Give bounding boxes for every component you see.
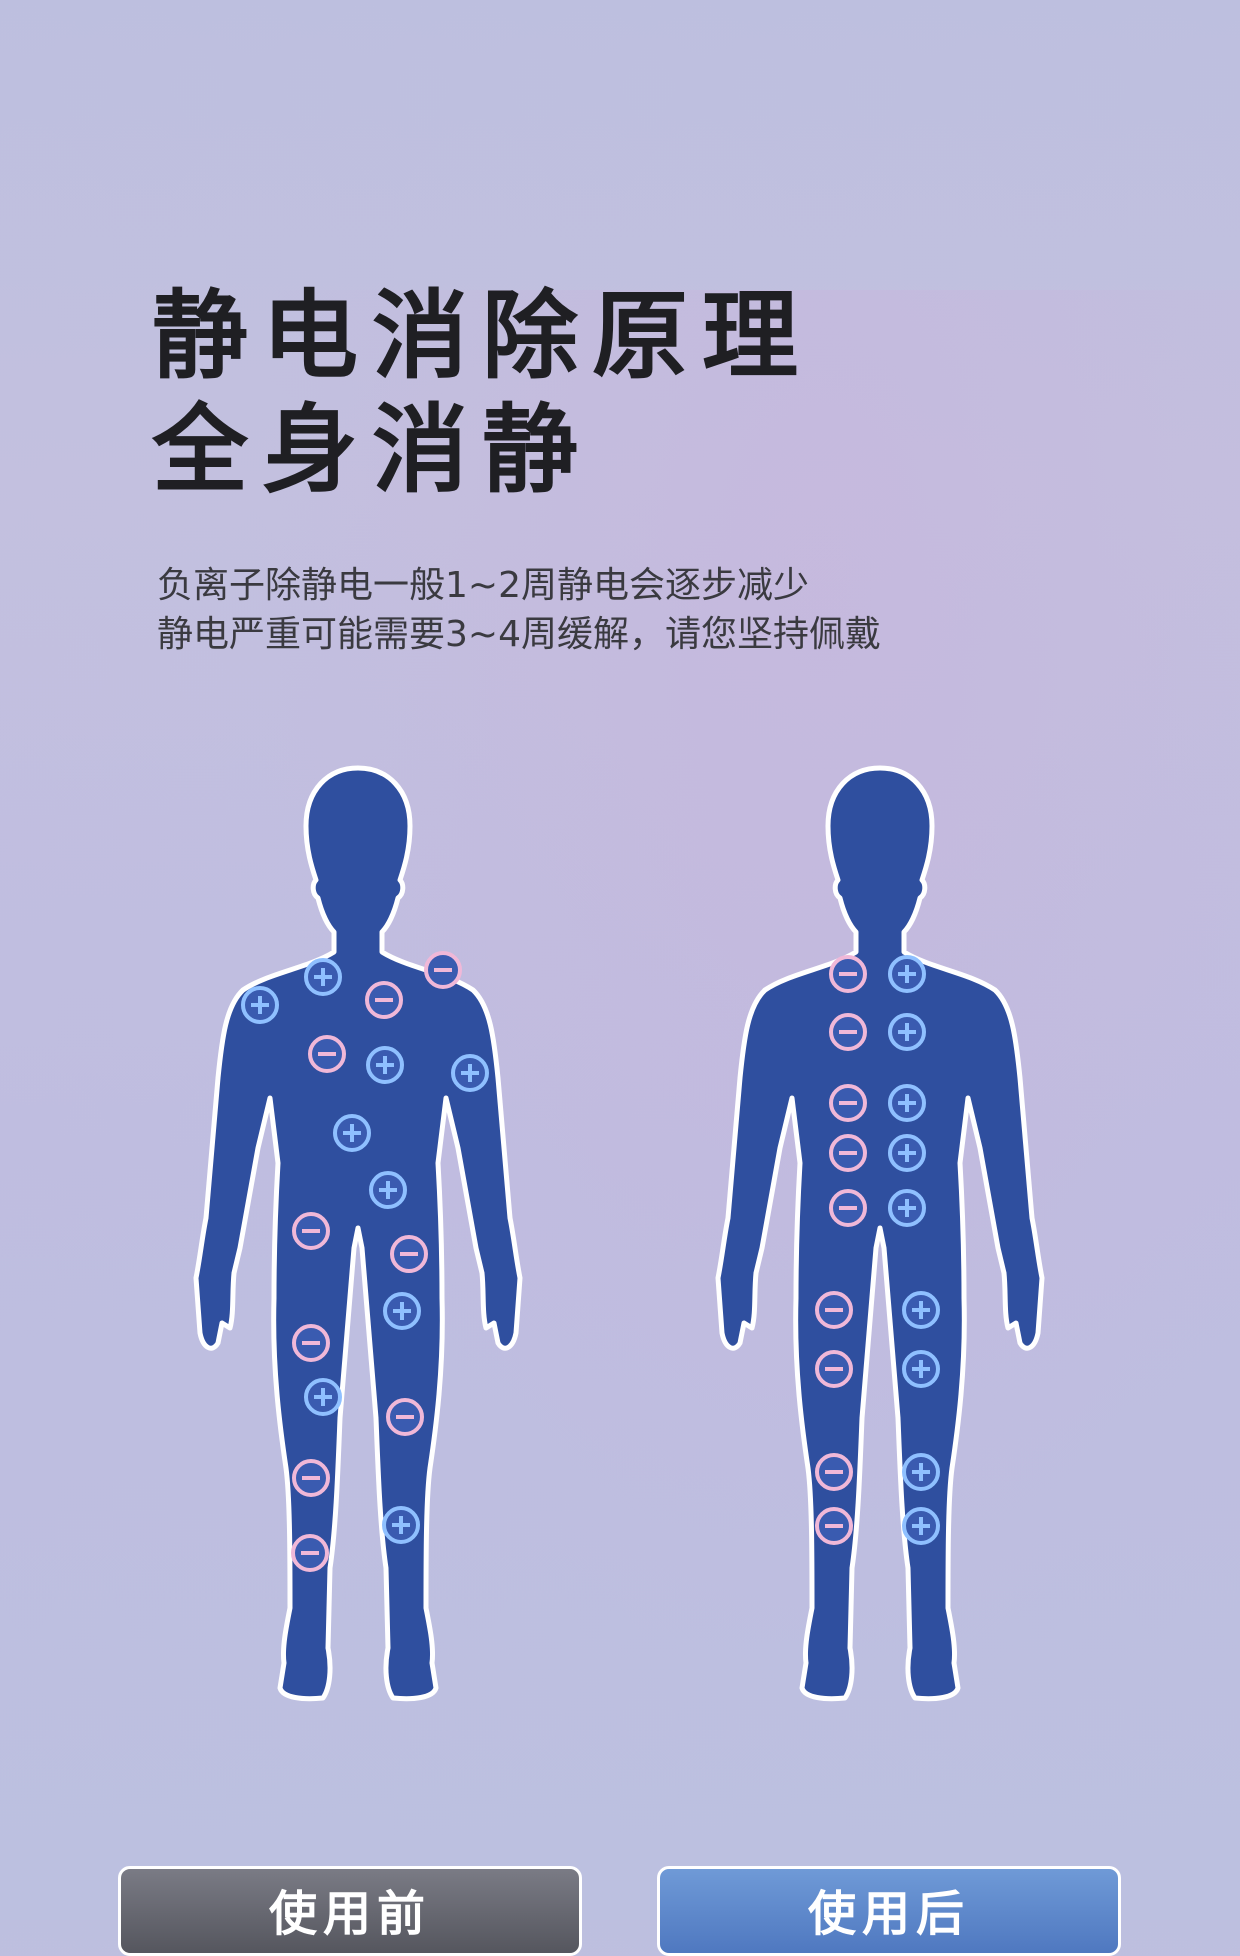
minus-ion-icon	[390, 1235, 428, 1273]
plus-ion-icon	[888, 1134, 926, 1172]
plus-ion-icon	[369, 1171, 407, 1209]
minus-ion-icon	[815, 1507, 853, 1545]
plus-ion-icon	[333, 1114, 371, 1152]
minus-ion-icon	[829, 1013, 867, 1051]
minus-ion-icon	[308, 1035, 346, 1073]
minus-ion-icon	[292, 1212, 330, 1250]
minus-ion-icon	[815, 1350, 853, 1388]
description-line2: 静电严重可能需要3~4周缓解，请您坚持佩戴	[157, 614, 881, 655]
page-title-line1: 静电消除原理	[152, 280, 812, 392]
minus-ion-icon	[829, 1189, 867, 1227]
minus-ion-icon	[424, 951, 462, 989]
plus-ion-icon	[888, 1013, 926, 1051]
minus-ion-icon	[292, 1324, 330, 1362]
minus-ion-icon	[291, 1534, 329, 1572]
description-line1: 负离子除静电一般1~2周静电会逐步减少	[157, 565, 809, 606]
plus-ion-icon	[902, 1291, 940, 1329]
minus-ion-icon	[386, 1398, 424, 1436]
plus-ion-icon	[366, 1046, 404, 1084]
minus-ion-icon	[815, 1453, 853, 1491]
minus-ion-icon	[365, 981, 403, 1019]
human-figure-before	[196, 768, 520, 1699]
after-use-button[interactable]: 使用后	[657, 1866, 1121, 1956]
minus-ion-icon	[829, 1084, 867, 1122]
minus-ion-icon	[292, 1459, 330, 1497]
page-title-line2: 全身消静	[152, 394, 592, 506]
plus-ion-icon	[382, 1506, 420, 1544]
human-figure-after	[718, 768, 1042, 1699]
plus-ion-icon	[241, 986, 279, 1024]
minus-ion-icon	[829, 955, 867, 993]
body-illustration	[0, 740, 1240, 1760]
plus-ion-icon	[888, 1084, 926, 1122]
minus-ion-icon	[829, 1134, 867, 1172]
plus-ion-icon	[383, 1292, 421, 1330]
plus-ion-icon	[902, 1350, 940, 1388]
plus-ion-icon	[902, 1507, 940, 1545]
plus-ion-icon	[888, 955, 926, 993]
plus-ion-icon	[304, 1378, 342, 1416]
plus-ion-icon	[451, 1054, 489, 1092]
plus-ion-icon	[304, 958, 342, 996]
minus-ion-icon	[815, 1291, 853, 1329]
plus-ion-icon	[888, 1189, 926, 1227]
plus-ion-icon	[902, 1453, 940, 1491]
before-use-button[interactable]: 使用前	[118, 1866, 582, 1956]
